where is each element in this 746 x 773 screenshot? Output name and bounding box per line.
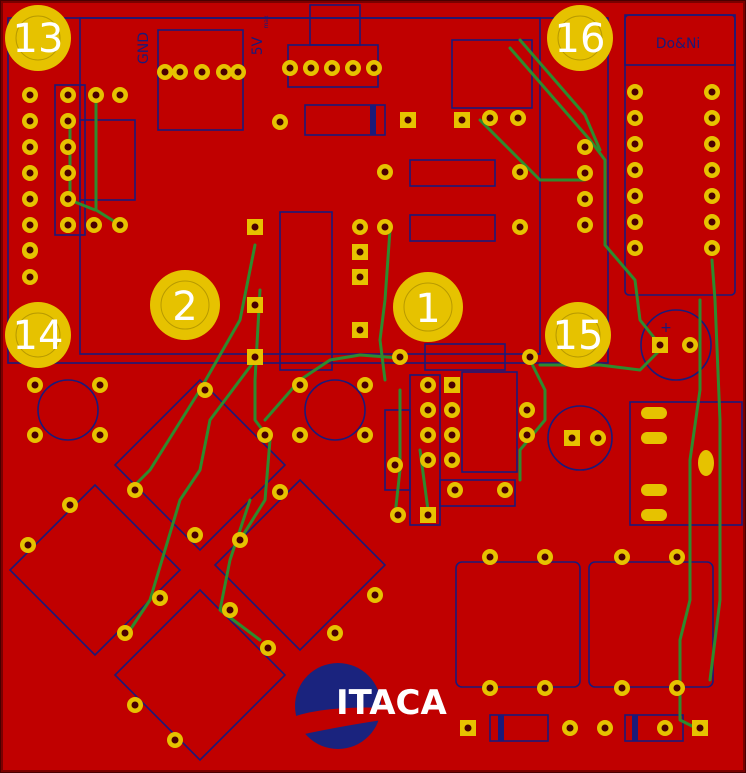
logo-text: ITACA bbox=[336, 683, 447, 723]
itaca-logo: ITACA bbox=[285, 663, 447, 749]
gnd-label: GND bbox=[136, 32, 152, 64]
hole-label-2: 2 bbox=[172, 284, 197, 330]
max-label: max bbox=[263, 15, 270, 29]
plus-label: + bbox=[660, 320, 672, 336]
hole-label-14: 14 bbox=[13, 313, 64, 359]
5v-label: 5V bbox=[250, 36, 266, 55]
hole-label-15: 15 bbox=[553, 313, 604, 359]
doni-label: Do&Ni bbox=[656, 36, 701, 52]
mount-holes: 13 16 14 15 2 1 bbox=[5, 5, 613, 368]
component-pads bbox=[20, 60, 720, 748]
hole-label-16: 16 bbox=[555, 16, 606, 62]
hole-label-13: 13 bbox=[13, 16, 64, 62]
silkscreen bbox=[7, 4, 743, 762]
hole-label-1: 1 bbox=[415, 286, 440, 332]
